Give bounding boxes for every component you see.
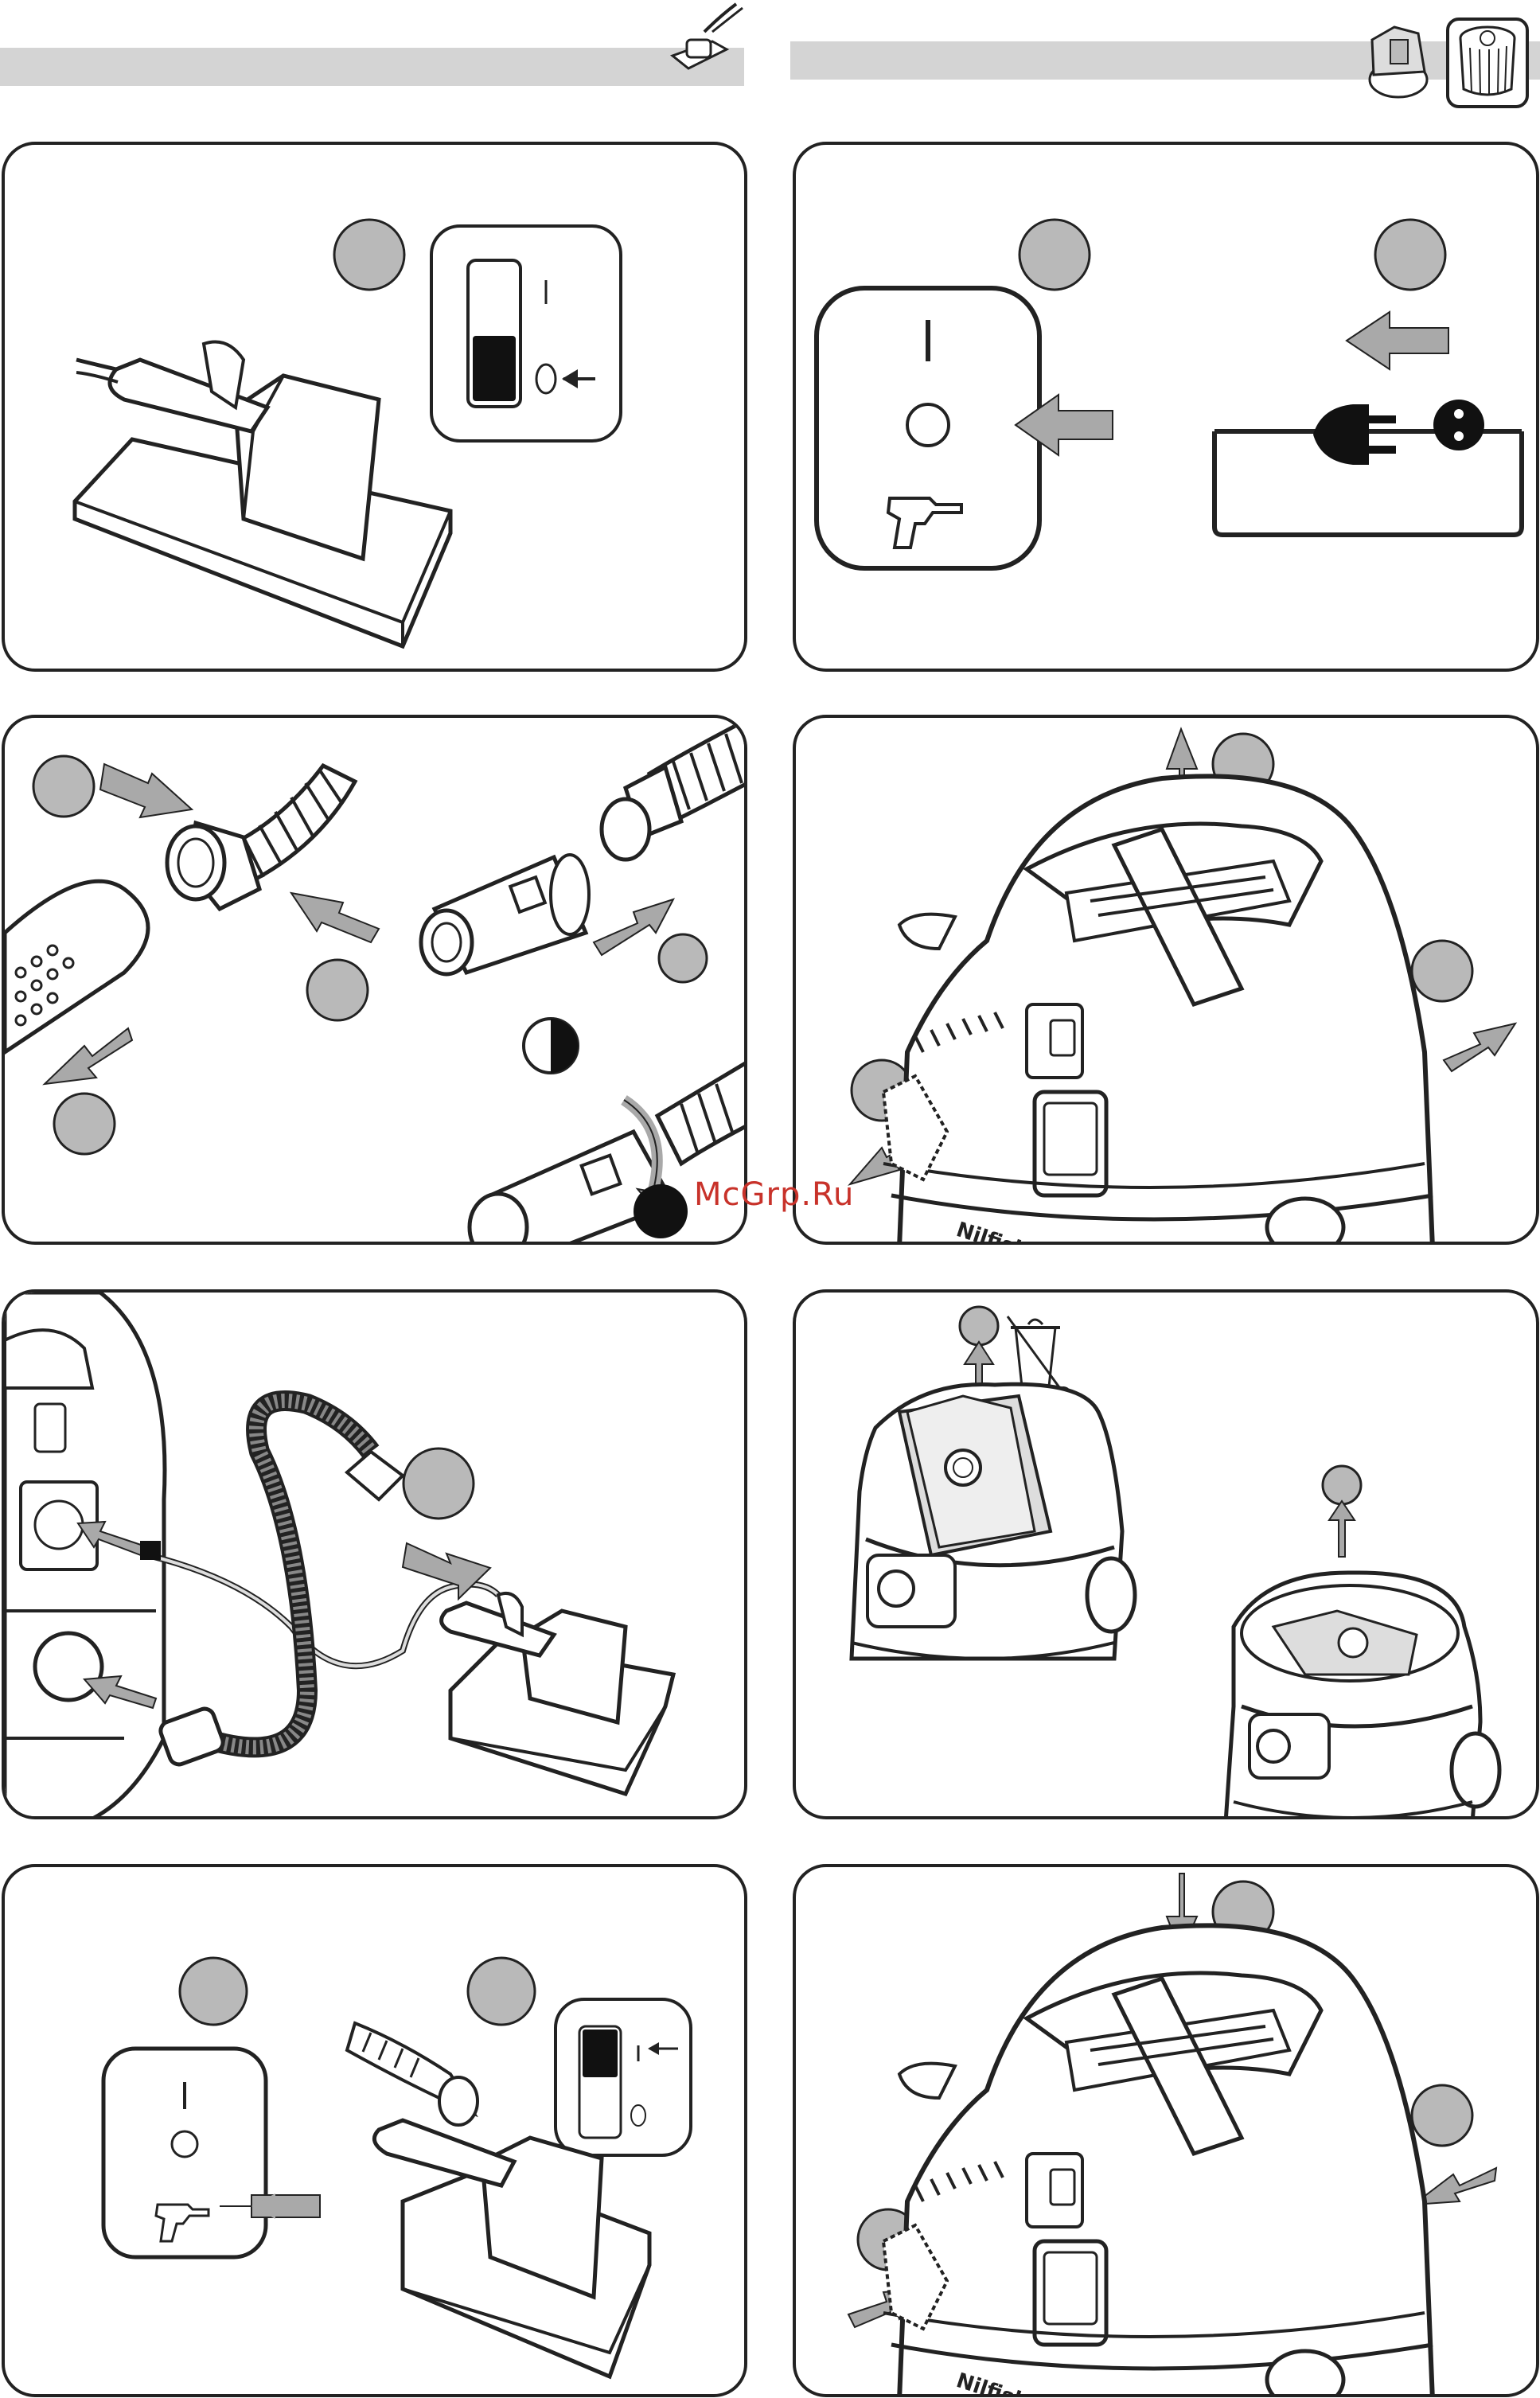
step-circle xyxy=(307,960,368,1020)
step-circle xyxy=(659,934,707,982)
step-circle xyxy=(33,756,94,817)
left-header-bar xyxy=(0,48,744,86)
tool-switch-panel xyxy=(556,1999,691,2155)
socket-icon xyxy=(1433,400,1484,450)
panel-open-lid: Nilfisk xyxy=(793,715,1539,1245)
vacuum-header-icon xyxy=(1363,16,1438,103)
panel-close-lid: Nilfisk xyxy=(793,1864,1539,2397)
filter-header-icon xyxy=(1444,16,1532,110)
step-circle xyxy=(404,1449,474,1519)
switch-rocker xyxy=(473,336,516,401)
step-circle xyxy=(1323,1466,1361,1504)
step-circle xyxy=(1375,220,1445,290)
step-circle xyxy=(1020,220,1090,290)
panel-hose-adapter xyxy=(2,715,747,1245)
power-tool-header-icon xyxy=(665,0,752,80)
panel-tool-switch xyxy=(2,142,747,672)
panel-switch-on xyxy=(2,1864,747,2397)
switch-panel xyxy=(431,226,621,441)
step-circle xyxy=(1412,941,1472,1001)
watermark-text: McGrp.Ru xyxy=(694,1176,854,1213)
plug-icon xyxy=(1305,404,1396,465)
panel-unplug xyxy=(793,142,1539,672)
panel-dust-bag xyxy=(793,1289,1539,1819)
step-circle xyxy=(334,220,404,290)
panel-connect-tool xyxy=(2,1289,747,1819)
step-circle xyxy=(54,1094,115,1154)
step-circle xyxy=(1412,2085,1472,2146)
filled-circle xyxy=(634,1184,688,1238)
step-circle xyxy=(468,1958,535,2025)
step-circle xyxy=(960,1307,998,1345)
half-moon-icon xyxy=(524,1019,578,1073)
plug-icon xyxy=(140,1541,161,1560)
step-circle xyxy=(180,1958,247,2025)
